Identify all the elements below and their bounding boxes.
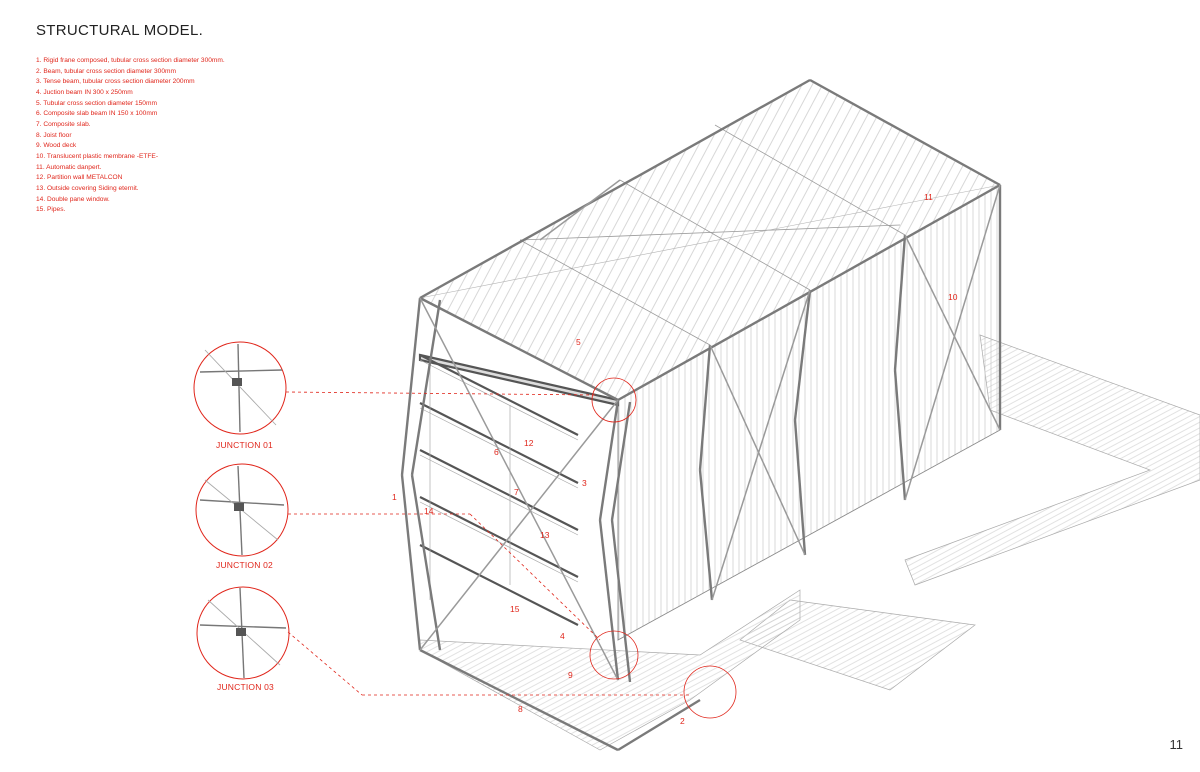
legend-item: 3. Tense beam, tubular cross section dia… — [36, 78, 195, 86]
legend-item: 15. Pipes. — [36, 206, 66, 214]
legend-item: 8. Joist floor — [36, 131, 72, 139]
callout-11: 11 — [924, 192, 933, 202]
legend-item: 4. Juction beam IN 300 x 250mm — [36, 88, 133, 96]
legend-item: 13. Outside covering Siding eternit. — [36, 184, 139, 192]
callout-8: 8 — [518, 704, 523, 714]
junction-02-detail — [195, 463, 289, 557]
callout-7: 7 — [514, 487, 519, 497]
legend-item: 1. Rigid frane composed, tubular cross s… — [36, 57, 225, 64]
junction-03-detail — [196, 586, 290, 680]
junction-01-detail — [193, 341, 287, 435]
wood-deck — [419, 334, 1200, 751]
tense-beams — [419, 179, 1001, 681]
junction-leaders — [285, 391, 690, 696]
callout-14: 14 — [424, 506, 434, 516]
callout-9: 9 — [568, 670, 573, 680]
slab-edges — [419, 359, 579, 600]
callout-13: 13 — [540, 530, 550, 540]
callout-15: 15 — [510, 604, 520, 614]
callout-4: 4 — [560, 631, 565, 641]
callout-10: 10 — [948, 292, 958, 302]
junction-01-label: JUNCTION 01 — [216, 440, 273, 450]
junction-markers — [589, 377, 737, 719]
junction-02-label: JUNCTION 02 — [216, 560, 273, 570]
callout-5: 5 — [576, 337, 581, 347]
callout-3: 3 — [582, 478, 587, 488]
page-title: STRUCTURAL MODEL. — [36, 22, 204, 39]
legend-item: 6. Composite slab beam IN 150 x 100mm — [36, 110, 158, 118]
legend-item: 9. Wood deck — [36, 142, 77, 150]
legend-item: 12. Partition wall METALCON — [36, 174, 123, 182]
callout-6: 6 — [494, 447, 499, 457]
page-number: 11 — [1169, 737, 1184, 752]
rigid-frame — [400, 78, 1002, 752]
callout-2: 2 — [680, 716, 685, 726]
legend-item: 7. Composite slab. — [36, 120, 91, 128]
legend-item: 14. Double pane window. — [36, 195, 110, 203]
legend-list: 1. Rigid frane composed, tubular cross s… — [36, 56, 225, 216]
junction-03-label: JUNCTION 03 — [217, 682, 274, 692]
callout-12: 12 — [524, 438, 534, 448]
callout-1: 1 — [392, 492, 397, 502]
legend-item: 2. Beam, tubular cross section diameter … — [36, 67, 176, 75]
legend-item: 10. Translucent plastic membrane -ETFE- — [36, 152, 159, 160]
legend-item: 11. Automatic danpert. — [36, 163, 102, 171]
legend-item: 5. Tubular cross section diameter 150mm — [36, 99, 157, 107]
